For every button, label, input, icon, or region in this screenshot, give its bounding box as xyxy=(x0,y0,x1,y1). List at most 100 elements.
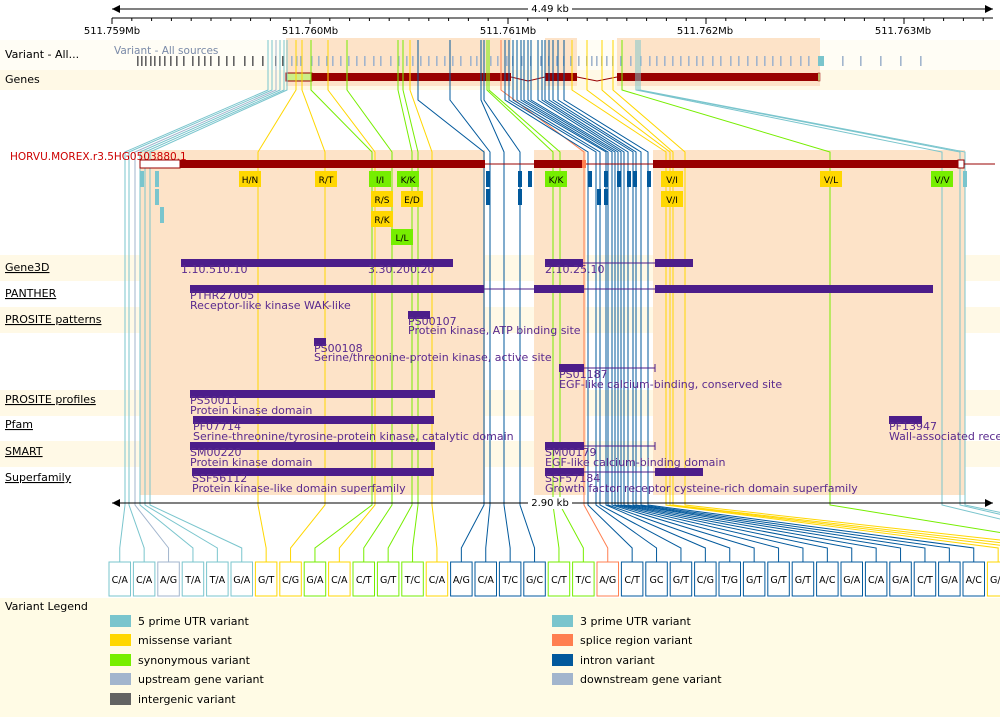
aa-change-pill[interactable]: V/L xyxy=(820,171,842,187)
variant-tick xyxy=(764,56,766,66)
variant-connector xyxy=(548,40,902,562)
variant-marker xyxy=(518,189,522,205)
allele-box[interactable]: C/A xyxy=(132,561,156,597)
track-label-smart[interactable]: SMART xyxy=(5,445,43,458)
superfamily-features[interactable]: SSF56112 Protein kinase-like domain supe… xyxy=(192,468,858,495)
legend-swatch xyxy=(552,615,573,627)
allele-box[interactable]: G/A xyxy=(938,561,961,597)
variant-tick xyxy=(900,56,902,66)
track-label-pfam[interactable]: Pfam xyxy=(5,418,33,431)
aa-change-pill[interactable]: V/V xyxy=(931,171,953,187)
aa-change-label: H/N xyxy=(242,176,259,186)
aa-change-label: V/I xyxy=(666,196,678,206)
track-label-panther[interactable]: PANTHER xyxy=(5,287,57,300)
variant-connector xyxy=(635,40,1000,520)
aa-change-pill[interactable]: K/K xyxy=(397,171,419,187)
allele-box[interactable]: A/G xyxy=(450,561,473,597)
track-label-variant[interactable]: Variant - All... xyxy=(5,48,79,61)
allele-box[interactable]: C/A xyxy=(864,561,888,597)
allele-label: G/T xyxy=(990,575,1000,586)
variant-tick xyxy=(842,56,844,66)
variant-tick xyxy=(470,56,472,66)
prosite-profile-feature[interactable]: PS50011 Protein kinase domain xyxy=(190,390,435,417)
allele-box[interactable]: G/T xyxy=(767,561,790,597)
allele-box[interactable]: C/A xyxy=(425,561,449,597)
variant-connector xyxy=(128,40,273,562)
allele-box[interactable]: G/A xyxy=(303,561,327,597)
allele-box[interactable]: T/A xyxy=(206,561,229,597)
gene3d-features[interactable]: 1.10.510.10 3.30.200.20 2.10.25.10 xyxy=(181,259,693,276)
variant-connector xyxy=(500,40,609,562)
allele-box[interactable]: G/A xyxy=(840,561,863,597)
aa-change-pill[interactable]: H/N xyxy=(239,171,261,187)
variant-tick xyxy=(620,56,622,66)
allele-box[interactable]: A/G xyxy=(157,561,180,597)
allele-box[interactable]: T/A xyxy=(181,561,205,597)
allele-box[interactable]: GC xyxy=(645,561,668,597)
aa-change-pill[interactable]: I/I xyxy=(369,171,391,187)
variant-tick xyxy=(420,56,422,66)
pfam-features[interactable]: PF07714 Serine-threonine/tyrosine-protei… xyxy=(193,416,1000,443)
variant-marker xyxy=(963,171,967,187)
track-label-genes[interactable]: Genes xyxy=(5,73,40,86)
allele-box[interactable]: G/T xyxy=(376,561,400,597)
variant-connector xyxy=(346,40,393,562)
prosite-pattern-features[interactable]: PS00107 Protein kinase, ATP binding site… xyxy=(314,311,782,391)
allele-box[interactable]: T/C xyxy=(572,561,595,597)
legend-label: synonymous variant xyxy=(138,654,251,667)
allele-box[interactable]: C/T xyxy=(352,561,375,597)
allele-box[interactable]: C/A xyxy=(474,561,497,597)
allele-box[interactable]: T/G xyxy=(718,561,741,597)
variant-marker xyxy=(604,189,608,205)
pfam-id: PF07714 xyxy=(193,420,241,433)
aa-change-pill[interactable]: R/K xyxy=(371,211,393,227)
aa-change-pill[interactable]: R/T xyxy=(315,171,337,187)
aa-change-pill[interactable]: V/I xyxy=(661,171,683,187)
legend-item: intergenic variant xyxy=(110,693,236,706)
allele-box[interactable]: C/G xyxy=(279,561,302,597)
coord-label: 511.762Mb xyxy=(677,26,733,37)
track-label-gene3d[interactable]: Gene3D xyxy=(5,261,50,274)
allele-box[interactable]: T/C xyxy=(401,561,424,597)
track-label-superfamily[interactable]: Superfamily xyxy=(5,471,72,484)
aa-change-pill[interactable]: E/D xyxy=(401,191,423,207)
variant-tick xyxy=(282,56,284,66)
variant-tick xyxy=(596,56,598,66)
track-label-prosite-profiles[interactable]: PROSITE profiles xyxy=(5,393,96,406)
allele-box[interactable]: A/G xyxy=(596,561,619,597)
allele-box[interactable]: C/T xyxy=(547,561,571,597)
allele-box[interactable]: C/T xyxy=(913,561,937,597)
allele-box[interactable]: A/C xyxy=(816,561,839,597)
aa-change-pill[interactable]: L/L xyxy=(391,229,413,245)
transcript-model[interactable] xyxy=(139,159,995,169)
aa-change-pill[interactable]: R/S xyxy=(371,191,393,207)
allele-box[interactable]: G/T xyxy=(986,561,1000,597)
variant-connector xyxy=(402,40,419,562)
allele-box[interactable]: G/T xyxy=(791,561,815,597)
variant-connector xyxy=(563,40,975,562)
variant-tick xyxy=(780,56,782,66)
allele-box[interactable]: A/C xyxy=(962,561,985,597)
allele-box[interactable]: C/A xyxy=(108,561,131,597)
variant-connector xyxy=(586,40,1000,546)
variant-tick xyxy=(176,56,178,66)
allele-box[interactable]: G/T xyxy=(254,561,278,597)
allele-box[interactable]: C/A xyxy=(328,561,351,597)
aa-change-pill[interactable]: V/I xyxy=(661,191,683,207)
variant-marker xyxy=(588,171,592,187)
variant-tick xyxy=(412,56,414,66)
smart-features[interactable]: SM00220 Protein kinase domain SM00179 EG… xyxy=(190,442,725,469)
variant-tick xyxy=(348,56,350,66)
panther-feature[interactable]: PTHR27005 Receptor-like kinase WAK-like xyxy=(190,285,933,312)
allele-box[interactable]: C/G xyxy=(694,561,717,597)
allele-box[interactable]: G/T xyxy=(669,561,693,597)
allele-box[interactable]: C/T xyxy=(620,561,644,597)
allele-box[interactable]: G/A xyxy=(230,561,253,597)
allele-box[interactable]: T/C xyxy=(498,561,522,597)
aa-change-pill[interactable]: K/K xyxy=(545,171,567,187)
allele-box[interactable]: G/A xyxy=(889,561,912,597)
allele-box[interactable]: G/C xyxy=(523,561,546,597)
track-label-prosite-patterns[interactable]: PROSITE patterns xyxy=(5,313,102,326)
allele-label: C/A xyxy=(429,575,446,586)
allele-box[interactable]: G/T xyxy=(742,561,766,597)
